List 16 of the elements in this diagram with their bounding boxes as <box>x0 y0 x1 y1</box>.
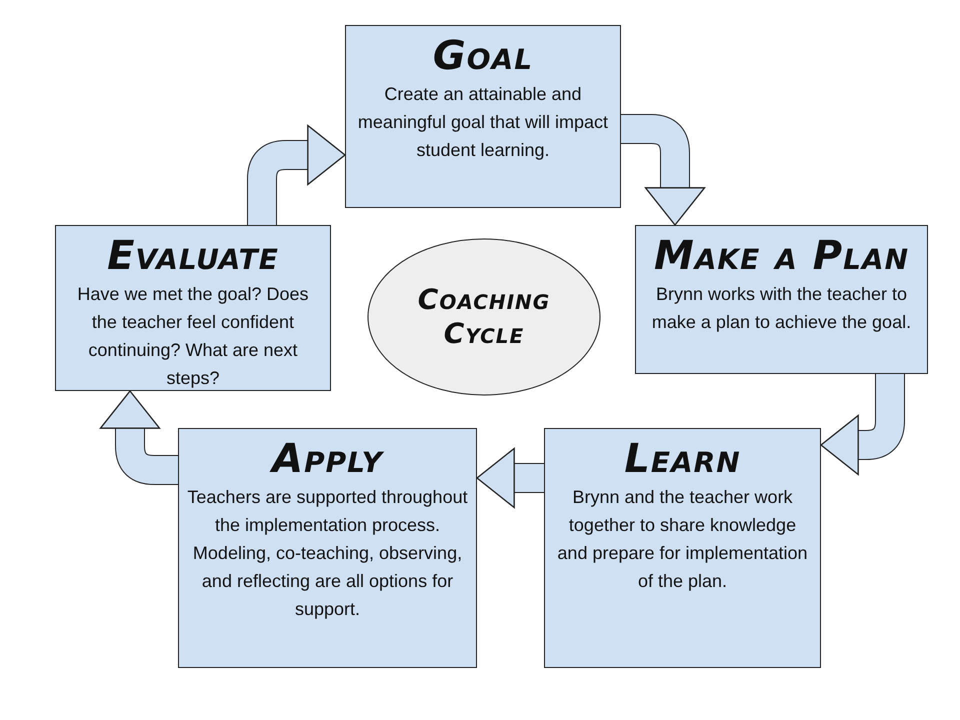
step-description: Teachers are supported throughout the implementation process. Modeling, co-teaching, observing, and reflecting are all options for support. <box>187 486 468 621</box>
step-title: Learn <box>624 437 741 481</box>
step-box <box>55 225 331 391</box>
step-box <box>635 225 928 374</box>
step-description: Brynn and the teacher work together to share knowledge and prepare for implementation of the plan. <box>556 486 809 593</box>
step-description: Create an attainable and meaningful goal that will impact student learning. <box>356 83 610 162</box>
step-box <box>178 428 477 668</box>
step-title: Evaluate <box>107 234 279 278</box>
step-box <box>544 428 821 668</box>
step-box <box>345 25 621 208</box>
step-title: Make a Plan <box>654 234 910 278</box>
step-title: Goal <box>432 34 534 78</box>
step-title: Apply <box>272 437 383 481</box>
step-description: Have we met the goal? Does the teacher feel confident continuing? What are next steps? <box>76 283 310 390</box>
step-description: Brynn works with the teacher to make a plan to achieve the goal. <box>650 283 912 334</box>
center-label: Coaching Cycle <box>416 283 552 351</box>
